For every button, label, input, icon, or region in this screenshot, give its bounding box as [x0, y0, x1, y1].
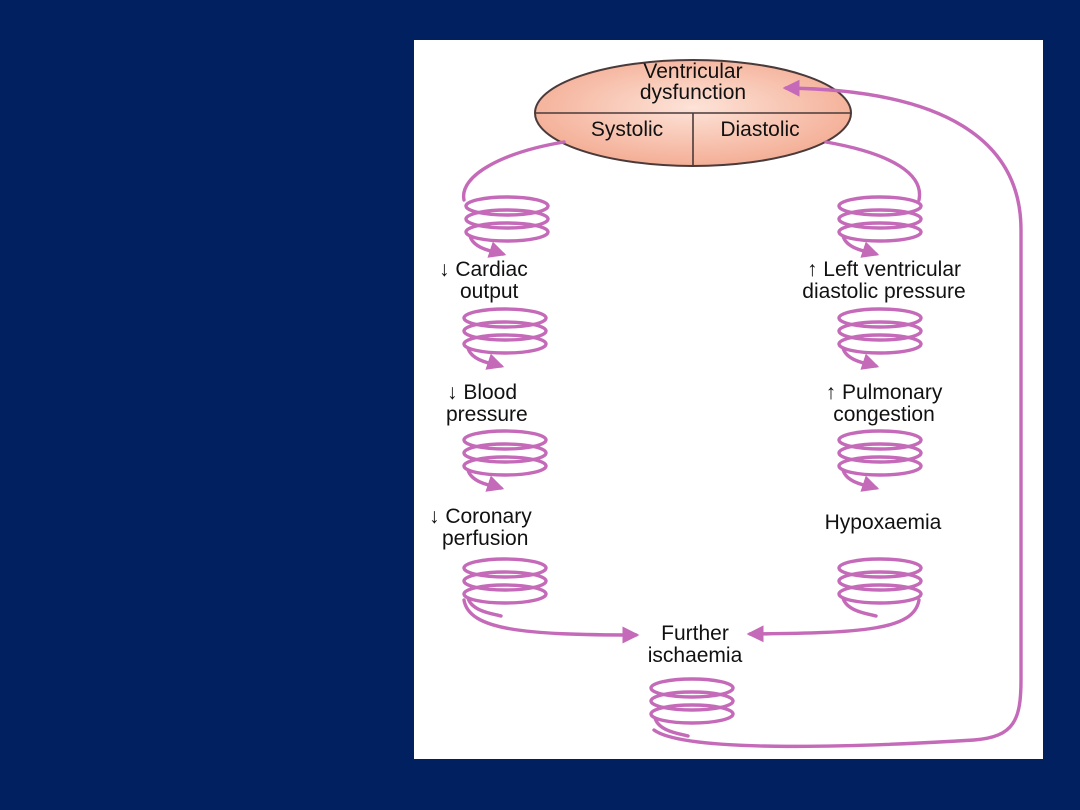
bottom-coil-loop: [649, 677, 735, 699]
left-coil-1-loop: [464, 221, 550, 243]
arrow-diastolic-to-right-coil: [824, 140, 922, 202]
bottom-coil-loop: [649, 703, 735, 725]
left-coil-2-loop: [462, 333, 548, 355]
right-coil-2-loop: [837, 333, 923, 355]
right-coil-3-tail-arrow: [841, 468, 880, 492]
right-coil-2-tail-arrow: [841, 346, 880, 370]
right-coil-4-loop: [837, 583, 923, 605]
right-node-1-line1: ↑ Left ventricular: [807, 258, 961, 281]
right-coil-2-loop: [837, 320, 923, 342]
left-node-1-line1: ↓ Cardiac: [439, 258, 528, 281]
left-coil-3: [462, 429, 548, 492]
left-coil-3-tail-arrow: [466, 468, 505, 492]
left-coil-4-loop: [462, 570, 548, 592]
arrow-feedback-loop: [652, 79, 1023, 749]
left-coil-1-loop: [464, 208, 550, 230]
bottom-coil-tail-arrow: [653, 716, 690, 738]
left-coil-3-loop: [462, 429, 548, 451]
right-coil-1-loop: [837, 221, 923, 243]
right-chain: ↑ Left ventricular diastolic pressure ↑ …: [802, 258, 965, 534]
right-coil-1-loop: [837, 195, 923, 217]
bottom-coil: [649, 677, 735, 738]
right-coil-3-loop: [837, 442, 923, 464]
top-node-title-line2: dysfunction: [640, 81, 746, 104]
left-coil-2-loop: [462, 307, 548, 329]
ischaemia-cycle-diagram: Ventricular dysfunction Systolic Diastol…: [429, 59, 1023, 749]
arrow-systolic-to-left-coil: [462, 140, 566, 202]
right-coil-4-loop: [837, 570, 923, 592]
right-coil-3-loop: [837, 455, 923, 477]
left-coil-1-loop: [464, 195, 550, 217]
left-coil-1-tail-arrow: [468, 234, 507, 258]
top-node-title-line1: Ventricular: [643, 60, 742, 83]
left-node-2-line1: ↓ Blood: [447, 381, 517, 404]
right-coil-2: [837, 307, 923, 370]
left-coil-2-loop: [462, 320, 548, 342]
left-coil-2: [462, 307, 548, 370]
right-coil-4-loop: [837, 557, 923, 579]
top-node-systolic-label: Systolic: [591, 118, 663, 141]
right-coil-1-loop: [837, 208, 923, 230]
left-coil-4-tail-arrow: [466, 596, 503, 618]
left-coil-4-loop: [462, 557, 548, 579]
right-coil-4-tail-arrow: [841, 596, 878, 618]
arrow-right-to-further-ischaemia: [746, 598, 921, 643]
bottom-node-line2: ischaemia: [648, 644, 743, 667]
top-node-ventricular-dysfunction: Ventricular dysfunction Systolic Diastol…: [534, 59, 852, 167]
left-chain: ↓ Cardiac output ↓ Blood pressure ↓ Coro…: [429, 258, 532, 550]
left-coil-4: [462, 557, 548, 618]
bottom-node-further-ischaemia: Further ischaemia: [648, 622, 743, 667]
arrow-left-to-further-ischaemia: [462, 598, 640, 644]
right-coil-2-loop: [837, 307, 923, 329]
right-coil-1: [837, 195, 923, 258]
diagram-panel: Ventricular dysfunction Systolic Diastol…: [414, 40, 1043, 759]
right-node-1-line2: diastolic pressure: [802, 280, 965, 303]
left-coil-3-loop: [462, 442, 548, 464]
coil-connectors: [462, 195, 923, 738]
right-node-3-line1: Hypoxaemia: [825, 511, 942, 534]
right-node-2-line1: ↑ Pulmonary: [826, 381, 943, 404]
bottom-coil-loop: [649, 690, 735, 712]
left-node-3-line1: ↓ Coronary: [429, 505, 532, 528]
flow-arrows: [462, 79, 1023, 749]
right-coil-1-tail-arrow: [841, 234, 880, 258]
left-coil-2-tail-arrow: [466, 346, 505, 370]
left-node-2-line2: pressure: [446, 403, 528, 426]
left-node-1-line2: output: [460, 280, 519, 303]
bottom-node-line1: Further: [661, 622, 729, 645]
right-coil-4: [837, 557, 923, 618]
left-node-3-line2: perfusion: [442, 527, 528, 550]
right-node-2-line2: congestion: [833, 403, 935, 426]
right-coil-3-loop: [837, 429, 923, 451]
left-coil-4-loop: [462, 583, 548, 605]
right-coil-3: [837, 429, 923, 492]
left-coil-3-loop: [462, 455, 548, 477]
left-coil-1: [464, 195, 550, 258]
top-node-diastolic-label: Diastolic: [720, 118, 799, 141]
